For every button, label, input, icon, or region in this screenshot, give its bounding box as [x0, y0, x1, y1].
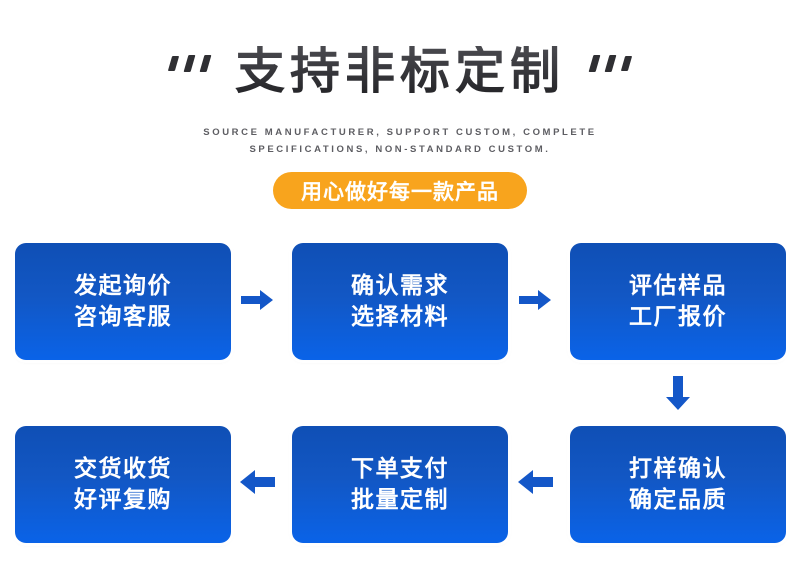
flow-step-5-line2: 批量定制 [351, 486, 449, 513]
arrow-left-step4-step5-icon [516, 468, 554, 496]
flow-step-4[interactable]: 打样确认 确定品质 [570, 426, 786, 543]
flow-step-2-line1: 确认需求 [351, 272, 449, 299]
flow-step-1-line1: 发起询价 [74, 272, 172, 299]
subtitle-line-1: SOURCE MANUFACTURER, SUPPORT CUSTOM, COM… [203, 127, 597, 138]
flow-step-6[interactable]: 交货收货 好评复购 [15, 426, 231, 543]
triple-slash-mark-right-icon [588, 54, 633, 88]
triple-slash-mark-left-icon [167, 54, 212, 88]
subtitle-line-2: SPECIFICATIONS, NON-STANDARD CUSTOM. [249, 144, 551, 155]
flow-step-4-line2: 确定品质 [629, 486, 727, 513]
subtitle-english: SOURCE MANUFACTURER, SUPPORT CUSTOM, COM… [0, 124, 800, 158]
flow-step-2-line2: 选择材料 [351, 303, 449, 330]
flow-step-5-line1: 下单支付 [351, 455, 449, 482]
flow-step-2[interactable]: 确认需求 选择材料 [292, 243, 508, 360]
title-row: 支持非标定制 [0, 46, 800, 96]
flow-step-3[interactable]: 评估样品 工厂报价 [570, 243, 786, 360]
flow-step-6-line2: 好评复购 [74, 486, 172, 513]
flow-step-3-line2: 工厂报价 [629, 303, 727, 330]
arrow-right-step2-step3-icon [518, 288, 552, 312]
arrow-left-step5-step6-icon [238, 468, 276, 496]
process-flow: 发起询价 咨询客服 确认需求 选择材料 评估样品 工厂报价 打样确认 确定品质 … [0, 228, 800, 572]
arrow-down-step3-step4-icon [664, 375, 692, 411]
flow-step-4-line1: 打样确认 [629, 455, 727, 482]
flow-step-1[interactable]: 发起询价 咨询客服 [15, 243, 231, 360]
header-banner: 支持非标定制 SOURCE MANUFACTURER, SUPPORT CUST… [0, 0, 800, 228]
flow-step-6-line1: 交货收货 [74, 455, 172, 482]
flow-step-1-line2: 咨询客服 [74, 303, 172, 330]
flow-step-5[interactable]: 下单支付 批量定制 [292, 426, 508, 543]
flow-step-3-line1: 评估样品 [629, 272, 727, 299]
arrow-right-step1-step2-icon [240, 288, 274, 312]
slogan-pill: 用心做好每一款产品 [273, 172, 527, 209]
page-title: 支持非标定制 [235, 42, 565, 100]
